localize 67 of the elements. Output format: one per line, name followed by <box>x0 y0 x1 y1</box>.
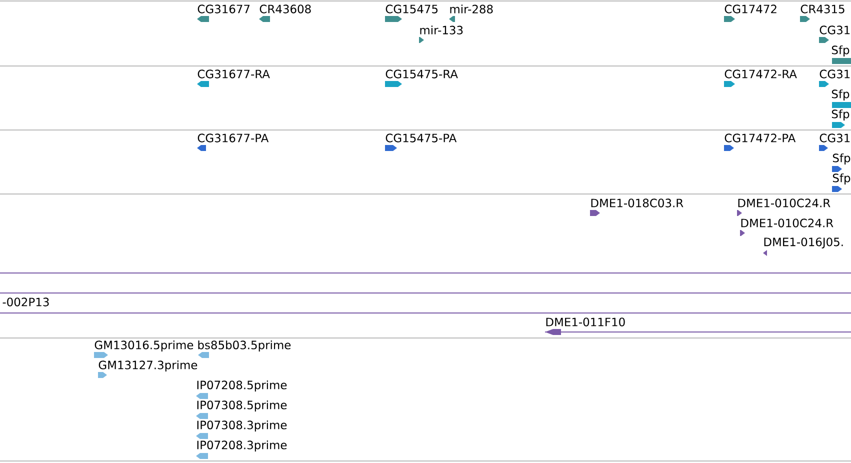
gene-feature: GM13016.5prime <box>94 340 194 358</box>
node-label: CG17472-RA <box>724 70 797 78</box>
node-label: DME1-011F10 <box>546 318 625 326</box>
gene-feature: IP07208.5prime <box>196 380 287 399</box>
node-label: DME1-018C03.R <box>591 198 684 208</box>
gene-feature: DME1-016J05. <box>763 238 843 256</box>
gene-feature: CG17472 <box>724 4 776 22</box>
node-label: CR43608 <box>260 4 311 14</box>
node-label: Sfp <box>832 45 850 57</box>
gene-feature: -002P13 <box>0 298 851 314</box>
gene-feature: mir-288 <box>449 4 493 22</box>
gene-feature: CG31677-RA <box>197 70 270 87</box>
gene-feature: CG31 <box>819 70 850 87</box>
gene-feature: Sfp <box>832 173 850 192</box>
node-label: IP07208.5prime <box>197 380 287 392</box>
node-label: CG31 <box>820 26 850 34</box>
node-label: Sfp <box>832 89 850 101</box>
gene-feature: DME1-018C03.R <box>590 198 684 216</box>
gene-feature: DME1-011F10 <box>544 318 851 335</box>
node-label: CG15475-RA <box>386 70 458 78</box>
node-label: GM13016.5prime <box>94 340 194 352</box>
gene-feature: CG31 <box>819 26 850 43</box>
gene-feature: Sfp <box>832 89 851 108</box>
gene-feature: bs85b03.5prime <box>198 340 291 358</box>
node-label: mir-288 <box>450 4 493 14</box>
gene-feature: CG31677 <box>197 4 250 22</box>
node-label: DME1-010C24.R <box>741 218 834 228</box>
node-label: IP07308.5prime <box>197 400 287 412</box>
node-label: CG31677 <box>198 4 250 14</box>
gene-feature: CR4315 <box>800 4 844 22</box>
gene-feature: IP07208.3prime <box>196 440 287 459</box>
gene-feature: CR43608 <box>259 4 311 22</box>
node-label: Sfp <box>832 173 850 185</box>
node-label: Sfp <box>832 153 850 165</box>
node-label: CG17472-PA <box>724 134 796 142</box>
gene-feature: CG15475-RA <box>385 70 458 87</box>
gene-feature: DME1-010C24.R <box>740 218 834 236</box>
node-label: CG31 <box>820 70 850 78</box>
gene-feature: CG31 <box>819 134 850 151</box>
node-label: IP07208.3prime <box>197 440 287 452</box>
gene-feature: CG17472-PA <box>724 134 796 151</box>
node-label: CR4315 <box>800 4 844 14</box>
gene-feature: IP07308.3prime <box>196 420 287 439</box>
node-label: bs85b03.5prime <box>198 340 291 352</box>
node-label: mir-133 <box>420 26 463 34</box>
gene-feature: GM13127.3prime <box>98 360 198 378</box>
node-label: CG31 <box>820 134 850 142</box>
node-label: CG31677-RA <box>198 70 270 78</box>
gene-feature: IP07308.5prime <box>196 400 287 419</box>
gene-feature: CG31677-PA <box>197 134 269 151</box>
node-label: GM13127.3prime <box>98 360 198 372</box>
gene-feature: Sfp <box>832 153 850 172</box>
gene-feature: CG15475-PA <box>385 134 457 151</box>
gene-feature: Sfp <box>832 109 850 128</box>
gene-feature: DME1-010C24.R <box>737 198 830 216</box>
node-label: IP07308.3prime <box>197 420 287 432</box>
node-label: DME1-016J05. <box>764 238 843 248</box>
gene-feature: CG17472-RA <box>724 70 797 87</box>
node-label: CG15475-PA <box>386 134 457 142</box>
node-label: Sfp <box>832 109 850 121</box>
node-label: CG15475 <box>386 4 438 14</box>
node-label: CG17472 <box>724 4 776 14</box>
node-label: CG31677-PA <box>198 134 269 142</box>
gene-feature: Sfp <box>832 45 851 64</box>
gene-feature: mir-133 <box>419 26 463 43</box>
gene-feature: CG15475 <box>385 4 438 22</box>
node-label: DME1-010C24.R <box>738 198 830 208</box>
